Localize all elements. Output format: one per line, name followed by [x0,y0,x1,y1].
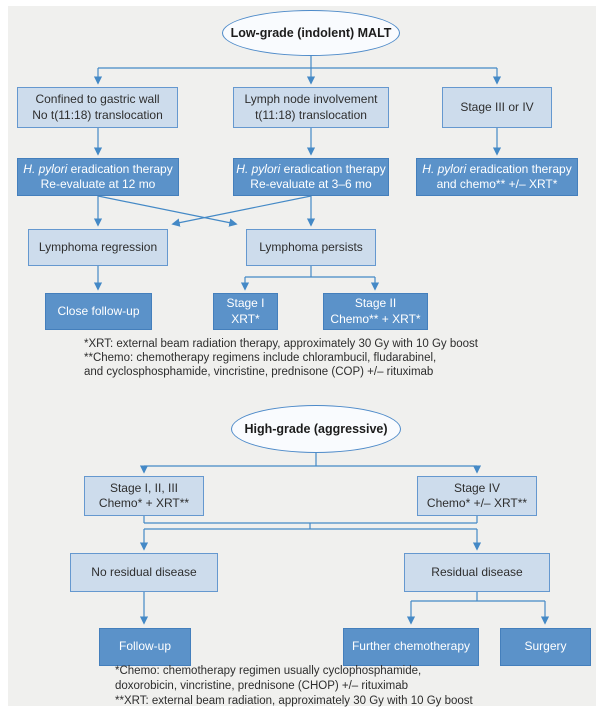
footnote-line: and cyclosphosphamide, vincristine, pred… [84,366,434,378]
high-grade-title-ellipse: High-grade (aggressive) [231,405,401,453]
footnote-line: *XRT: external beam radiation therapy, a… [84,338,478,350]
low-grade-title: Low-grade (indolent) MALT [230,26,392,40]
node-stage1-xrt: Stage I XRT* [213,293,278,330]
footnote-line: **XRT: external beam radiation, approxim… [115,695,473,707]
node-close-follow-up: Close follow-up [45,293,152,330]
hpylori-italic: H. pylori [422,161,467,176]
node-lymphoma-regression: Lymphoma regression [28,229,168,266]
node-stage2-chemo-xrt: Stage II Chemo** + XRT* [323,293,428,330]
node-lymphoma-persists: Lymphoma persists [246,229,376,266]
node-stage-1-2-3: Stage I, II, III Chemo* + XRT** [84,476,204,516]
node-lymph-node-involvement: Lymph node involvement t(11:18) transloc… [233,87,389,128]
low-grade-title-ellipse: Low-grade (indolent) MALT [222,10,400,56]
node-hpylori-reevaluate-3-6mo: H. pylori eradication therapy Re-evaluat… [233,158,389,196]
low-grade-footnotes: *XRT: external beam radiation therapy, a… [84,337,478,379]
node-stage-4: Stage IV Chemo* +/– XRT** [417,476,537,516]
node-further-chemotherapy: Further chemotherapy [343,628,479,666]
node-surgery: Surgery [500,628,591,666]
node-confined-gastric-wall: Confined to gastric wall No t(11:18) tra… [17,87,178,128]
node-follow-up: Follow-up [99,628,191,666]
node-hpylori-reevaluate-12mo: H. pylori eradication therapy Re-evaluat… [17,158,179,196]
hpylori-italic: H. pylori [23,161,68,176]
hpylori-italic: H. pylori [236,161,281,176]
footnote-line: **Chemo: chemotherapy regimens include c… [84,352,437,364]
high-grade-title: High-grade (aggressive) [244,422,388,436]
node-stage-3-or-4: Stage III or IV [442,87,552,128]
node-no-residual-disease: No residual disease [70,553,218,592]
node-hpylori-chemo-xrt: H. pylori eradication therapy and chemo*… [416,158,578,196]
footnote-line: doxorobicin, vincristine, prednisone (CH… [115,680,409,692]
high-grade-footnotes: *Chemo: chemotherapy regimen usually cyc… [115,664,473,709]
footnote-line: *Chemo: chemotherapy regimen usually cyc… [115,665,422,677]
node-residual-disease: Residual disease [404,553,550,592]
